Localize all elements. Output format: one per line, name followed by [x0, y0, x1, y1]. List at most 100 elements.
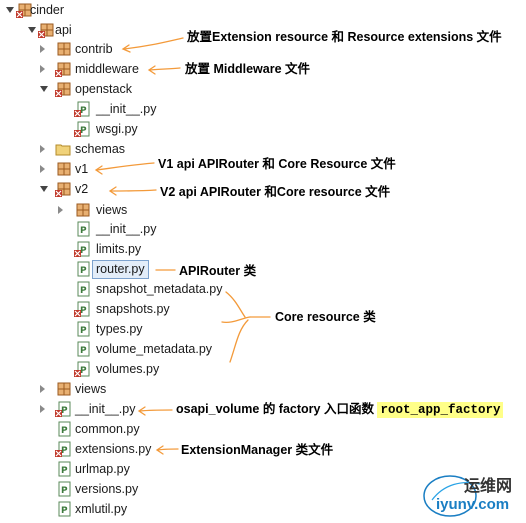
python-file-error-icon: P [55, 441, 71, 457]
tree-item-label: types.py [96, 322, 143, 336]
python-file-error-icon: P [74, 101, 90, 117]
arrow-middleware [149, 67, 181, 71]
tree-item[interactable]: api [0, 20, 520, 40]
python-file-icon: P [74, 261, 90, 277]
python-file-icon: P [74, 321, 90, 337]
svg-text:P: P [80, 346, 87, 356]
arrow-extensions-head [155, 445, 164, 455]
annotation-extensions: ExtensionManager 类文件 [181, 443, 334, 457]
python-file-icon: P [55, 501, 71, 517]
brace-bottom [229, 319, 249, 363]
collapse-arrow-icon[interactable] [40, 385, 45, 393]
tree-item[interactable]: schemas [0, 139, 520, 159]
tree-item-label: api [55, 23, 72, 37]
tree-item-label: schemas [75, 142, 126, 156]
tree-item-label: volume_metadata.py [96, 342, 213, 356]
tree-item-label: limits.py [96, 242, 142, 256]
tree-item[interactable]: middleware [0, 59, 520, 79]
svg-text:P: P [80, 286, 87, 296]
tree-item-label: wsgi.py [96, 122, 138, 136]
tree-item-label: __init__.py [75, 402, 136, 416]
svg-text:P: P [80, 226, 87, 236]
arrow-v1 [96, 162, 155, 171]
collapse-arrow-icon[interactable] [58, 206, 63, 214]
tree-item-label: snapshots.py [96, 302, 170, 316]
svg-text:P: P [61, 426, 68, 436]
collapse-arrow-icon[interactable] [40, 145, 45, 153]
brace-mid [221, 316, 251, 324]
expand-arrow-icon[interactable] [28, 27, 36, 33]
tree-item[interactable]: openstack [0, 79, 520, 99]
package-icon [74, 202, 90, 218]
tree-item[interactable]: v2 [0, 179, 520, 199]
annotation-contrib: 放置Extension resource 和 Resource extensio… [187, 30, 502, 44]
tree-item[interactable]: contrib [0, 39, 520, 59]
annotation-init-text: osapi_volume 的 factory 入口函数 [176, 402, 374, 416]
collapse-arrow-icon[interactable] [40, 165, 45, 173]
tree-item-label: contrib [75, 42, 113, 56]
python-file-error-icon: P [74, 361, 90, 377]
collapse-arrow-icon[interactable] [40, 45, 45, 53]
python-file-error-icon: P [74, 301, 90, 317]
expand-arrow-icon[interactable] [40, 86, 48, 92]
arrow-contrib-head [121, 44, 131, 53]
arrow-middleware-head [147, 65, 156, 75]
python-file-icon: P [55, 461, 71, 477]
package-icon [55, 381, 71, 397]
tree-item-label: common.py [75, 422, 140, 436]
expand-arrow-icon[interactable] [40, 186, 48, 192]
annotation-middleware: 放置 Middleware 文件 [185, 62, 311, 76]
tree-item-label: cinder [30, 3, 65, 17]
tree-item[interactable]: views [0, 379, 520, 399]
svg-text:P: P [80, 306, 87, 316]
folder-icon [55, 141, 71, 157]
arrow-contrib [123, 37, 184, 50]
svg-text:P: P [80, 326, 87, 336]
svg-text:P: P [61, 446, 68, 456]
package-folder-icon [55, 181, 71, 197]
collapse-arrow-icon[interactable] [40, 405, 45, 413]
package-icon [55, 161, 71, 177]
collapse-arrow-icon[interactable] [40, 65, 45, 73]
package-folder-icon [16, 2, 32, 18]
tree-item[interactable]: cinder [0, 0, 520, 20]
tree-item-label: snapshot_metadata.py [96, 282, 223, 296]
tree-item[interactable]: views [0, 200, 520, 220]
svg-text:P: P [80, 246, 87, 256]
svg-text:P: P [80, 106, 87, 116]
svg-text:P: P [80, 266, 87, 276]
tree-item[interactable]: P__init__.py [0, 99, 520, 119]
tree-item-label: extensions.py [75, 442, 152, 456]
tree-item[interactable]: P__init__.py [0, 219, 520, 239]
tree-item-label: xmlutil.py [75, 502, 128, 516]
annotation-init: osapi_volume 的 factory 入口函数 root_app_fac… [176, 401, 504, 418]
annotation-v1: V1 api APIRouter 和 Core Resource 文件 [158, 157, 396, 171]
arrow-v2 [110, 189, 157, 192]
annotation-router: APIRouter 类 [179, 264, 257, 278]
package-icon [55, 41, 71, 57]
tree-item-label: views [75, 382, 107, 396]
svg-text:P: P [80, 126, 87, 136]
tree-item[interactable]: v1 [0, 159, 520, 179]
tree-item[interactable]: P__init__.py [0, 399, 520, 419]
expand-arrow-icon[interactable] [6, 7, 14, 13]
arrow-extensions [157, 448, 179, 451]
tree-item-label: views [96, 203, 128, 217]
tree-item-label: volumes.py [96, 362, 160, 376]
svg-text:P: P [61, 466, 68, 476]
package-folder-icon [38, 22, 54, 38]
